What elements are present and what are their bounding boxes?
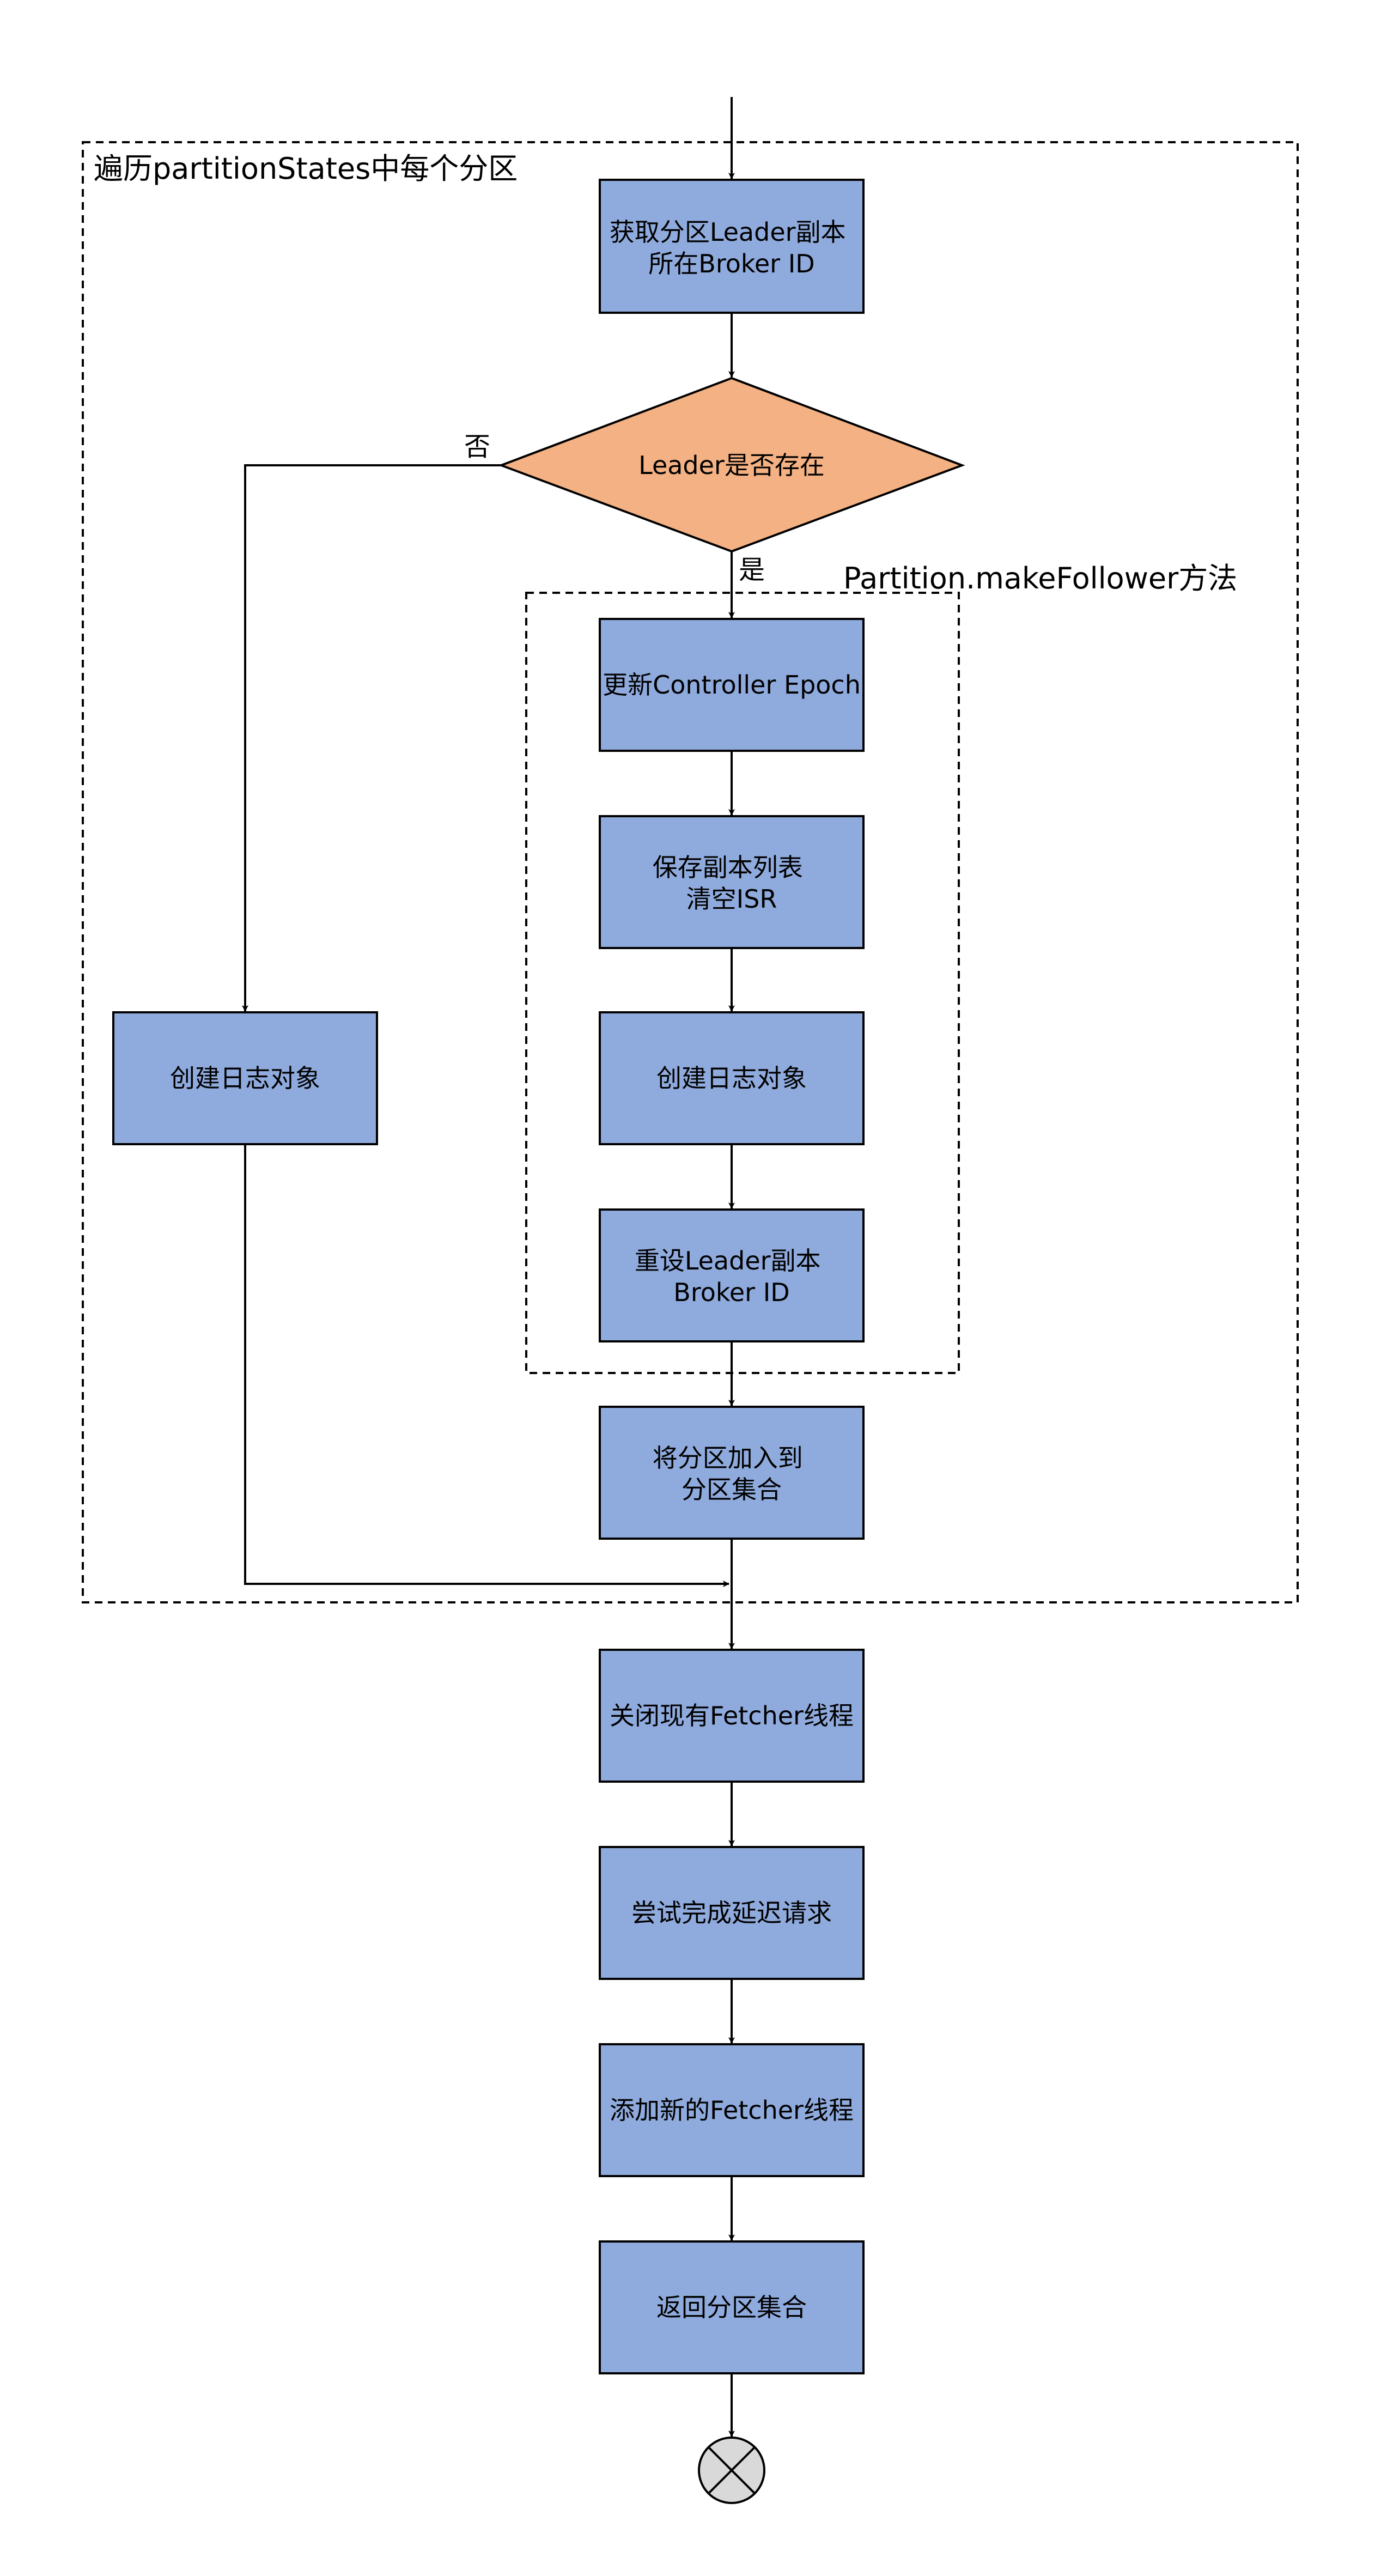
node-save-replicas-line-1: 保存副本列表 xyxy=(653,853,803,882)
outer-loop-title: 遍历partitionStates中每个分区 xyxy=(94,151,518,186)
edge-label-yes: 是 xyxy=(739,555,765,585)
node-complete-delayed-label: 尝试完成延迟请求 xyxy=(631,1898,832,1928)
node-save-replicas[interactable]: 保存副本列表 清空ISR xyxy=(599,815,865,949)
node-add-fetchers[interactable]: 添加新的Fetcher线程 xyxy=(599,2043,865,2177)
node-leader-exists-decision[interactable]: Leader是否存在 xyxy=(498,376,965,553)
node-leader-exists-label: Leader是否存在 xyxy=(638,451,825,480)
node-close-fetchers[interactable]: 关闭现有Fetcher线程 xyxy=(599,1649,865,1783)
node-create-log-left-label: 创建日志对象 xyxy=(170,1064,320,1093)
node-close-fetchers-label: 关闭现有Fetcher线程 xyxy=(610,1701,854,1730)
node-reset-leader[interactable]: 重设Leader副本 Broker ID xyxy=(599,1208,865,1342)
terminator-x-icon[interactable] xyxy=(698,2437,765,2504)
node-update-epoch-label: 更新Controller Epoch xyxy=(603,670,861,700)
make-follower-group: Partition.makeFollower方法 xyxy=(525,561,1237,1374)
outer-loop-group: 遍历partitionStates中每个分区 xyxy=(82,141,1299,1603)
node-get-leader-broker[interactable]: 获取分区Leader副本 所在Broker ID xyxy=(599,179,865,314)
node-add-to-set[interactable]: 将分区加入到 分区集合 xyxy=(599,1406,865,1540)
node-complete-delayed[interactable]: 尝试完成延迟请求 xyxy=(599,1846,865,1980)
svg-text:获取分区Leader副本 所在Broker ID: 获取分区Leader副本 所在Broker ID xyxy=(610,217,854,278)
node-create-log-right-label: 创建日志对象 xyxy=(656,1064,807,1093)
node-reset-leader-line-1: 重设Leader副本 xyxy=(635,1246,821,1275)
node-add-fetchers-label: 添加新的Fetcher线程 xyxy=(610,2095,854,2125)
node-reset-leader-line-2: Broker ID xyxy=(673,1278,789,1307)
node-update-epoch[interactable]: 更新Controller Epoch xyxy=(599,618,865,752)
node-add-to-set-line-2: 分区集合 xyxy=(682,1475,782,1504)
node-create-log-left[interactable]: 创建日志对象 xyxy=(112,1011,378,1145)
node-create-log-right[interactable]: 创建日志对象 xyxy=(599,1011,865,1145)
svg-text:重设Leader副本 Broker ID: 重设Leader副本 Broker ID xyxy=(635,1246,829,1307)
node-get-leader-broker-line-2: 所在Broker ID xyxy=(648,249,814,278)
node-add-to-set-line-1: 将分区加入到 xyxy=(653,1443,803,1473)
svg-text:保存副本列表 清空ISR: 保存副本列表 清空ISR xyxy=(653,853,811,914)
node-save-replicas-line-2: 清空ISR xyxy=(686,884,777,914)
node-return-set-label: 返回分区集合 xyxy=(656,2293,807,2322)
make-follower-title: Partition.makeFollower方法 xyxy=(843,561,1237,596)
node-return-set[interactable]: 返回分区集合 xyxy=(599,2240,865,2374)
edge-create-log-left-to-merge xyxy=(244,1144,729,1587)
edge-decision-no xyxy=(242,464,501,1012)
edge-label-no: 否 xyxy=(464,432,490,462)
node-get-leader-broker-line-1: 获取分区Leader副本 xyxy=(610,217,846,247)
edges xyxy=(242,97,735,2437)
svg-text:将分区加入到 分区集合: 将分区加入到 分区集合 xyxy=(653,1443,811,1504)
